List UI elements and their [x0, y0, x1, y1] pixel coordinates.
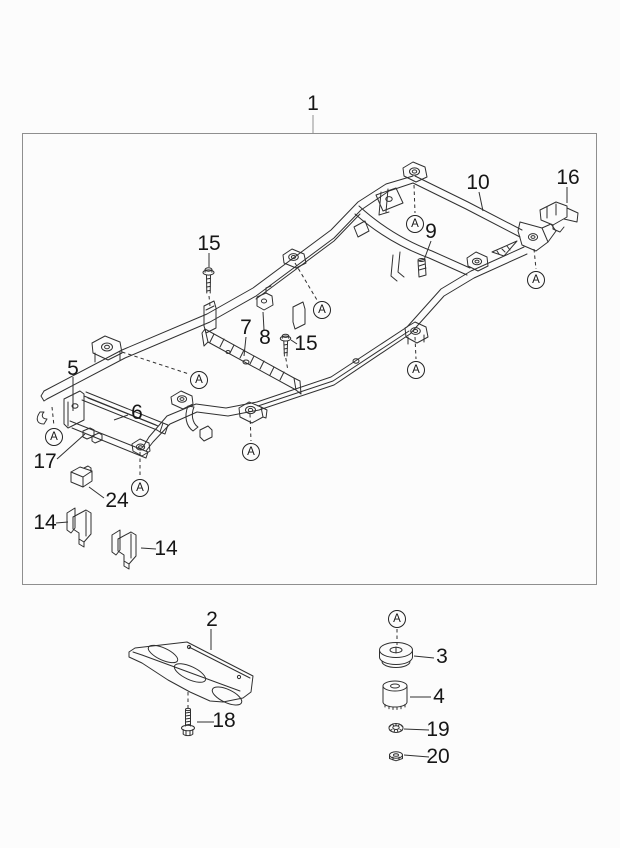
assembly-marker-a: A — [45, 428, 63, 446]
part-7-crossmember — [201, 328, 302, 395]
part-5-bracket — [63, 390, 85, 429]
callout-17: 17 — [33, 450, 57, 473]
figure-border-box — [22, 133, 597, 585]
callout-7: 7 — [240, 316, 252, 339]
part-6-crossmember — [81, 391, 169, 435]
part-4-rubber-cushion — [382, 680, 408, 710]
leader-lines — [55, 187, 568, 758]
callout-14: 14 — [33, 511, 57, 534]
part-17-bracket — [82, 427, 103, 444]
part-14-clip-right — [111, 529, 137, 570]
callout-6: 6 — [131, 401, 143, 424]
assembly-marker-a: A — [407, 361, 425, 379]
callout-14: 14 — [154, 537, 178, 560]
frame-assembly-drawing — [36, 161, 579, 570]
callout-20: 20 — [426, 745, 450, 768]
part-19-flange-nut — [388, 723, 404, 733]
part-2-skid-plate — [128, 641, 254, 706]
part-20-hex-nut — [389, 751, 403, 762]
callout-9: 9 — [425, 220, 437, 243]
assembly-marker-a: A — [406, 215, 424, 233]
assembly-marker-a: A — [242, 443, 260, 461]
callout-8: 8 — [259, 326, 271, 349]
callout-2: 2 — [206, 608, 218, 631]
callout-10: 10 — [466, 171, 490, 194]
callout-24: 24 — [105, 489, 129, 512]
assembly-marker-a: A — [527, 271, 545, 289]
callout-15: 15 — [197, 232, 221, 255]
assembly-marker-a: A — [190, 371, 208, 389]
callout-15: 15 — [294, 332, 318, 355]
part-15-bolt-upper — [202, 267, 215, 294]
assembly-marker-a: A — [313, 301, 331, 319]
callout-1: 1 — [307, 92, 319, 115]
part-9-pin — [417, 258, 427, 278]
part-14-clip-left — [66, 507, 92, 548]
part-18-bolt — [181, 707, 195, 737]
callout-18: 18 — [212, 709, 236, 732]
part-24-block — [70, 465, 93, 488]
assembly-dashed-leaders — [51, 184, 537, 708]
callout-16: 16 — [556, 166, 580, 189]
part-3-rubber-mount — [379, 642, 413, 668]
callout-5: 5 — [67, 357, 79, 380]
assembly-marker-a: A — [388, 610, 406, 628]
part-15-bolt-lower — [279, 333, 292, 357]
callout-4: 4 — [433, 685, 445, 708]
assembly-marker-a: A — [131, 479, 149, 497]
callout-3: 3 — [436, 645, 448, 668]
part-8-clamp — [256, 285, 274, 311]
callout-19: 19 — [426, 718, 450, 741]
part-16-bracket — [539, 201, 579, 233]
